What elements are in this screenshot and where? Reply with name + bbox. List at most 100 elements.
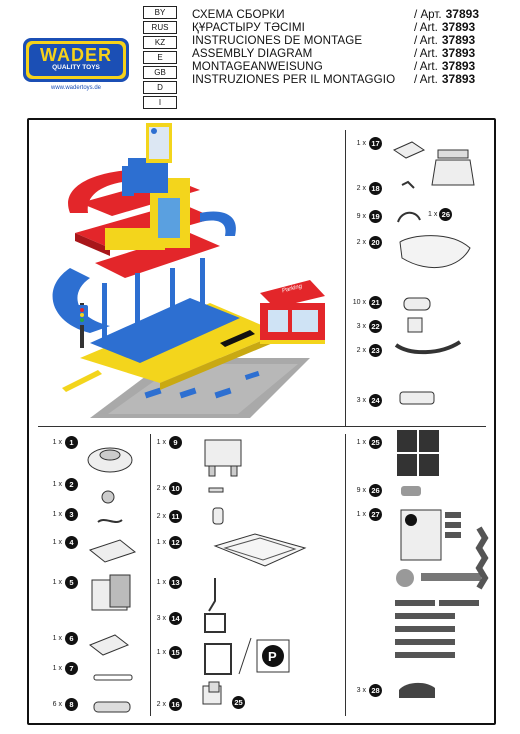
part-number-badge: 25 bbox=[232, 696, 245, 709]
part-quantity: 3 x bbox=[356, 687, 366, 694]
part-number-badge: 26 bbox=[439, 208, 453, 221]
part-quantity: 1 x bbox=[52, 481, 62, 488]
part-number-badge: 9 bbox=[169, 436, 182, 449]
part-number-badge: 7 bbox=[65, 662, 78, 675]
logo-brand: WADER bbox=[40, 45, 112, 65]
part-number-badge: 13 bbox=[169, 576, 182, 589]
part-number-badge: 12 bbox=[169, 536, 182, 549]
title-line: СХЕМА СБОРКИ bbox=[192, 8, 285, 21]
part-number-badge: 3 bbox=[65, 508, 78, 521]
part-quantity: 1 x bbox=[156, 579, 166, 586]
part-number-badge: 2 bbox=[65, 478, 78, 491]
part-quantity: 2 x bbox=[156, 701, 166, 708]
article-numbers: / Арт.37893 / Art.37893 / Art.37893 / Ar… bbox=[414, 7, 514, 87]
divider bbox=[345, 130, 346, 426]
part-number-badge: 22 bbox=[369, 320, 382, 333]
part-quantity: 1 x bbox=[52, 579, 62, 586]
language-code-box: GB bbox=[143, 66, 177, 79]
part-number-badge: 27 bbox=[369, 508, 382, 521]
part-quantity: 1 x bbox=[156, 439, 166, 446]
part-quantity: 6 x bbox=[52, 701, 62, 708]
part-number-badge: 20 bbox=[369, 236, 382, 249]
part-number-badge: 14 bbox=[169, 612, 182, 625]
parts-right-bottom-drawings bbox=[395, 430, 489, 698]
language-code-box: KZ bbox=[143, 36, 177, 49]
art-number: 37893 bbox=[441, 72, 476, 86]
art-number: 37893 bbox=[445, 7, 479, 21]
part-quantity: 1 x bbox=[52, 439, 62, 446]
divider bbox=[345, 434, 346, 716]
title-line: MONTAGEANWEISUNG bbox=[192, 60, 323, 73]
part-quantity: 3 x bbox=[356, 397, 366, 404]
part-quantity: 1 x bbox=[356, 511, 366, 518]
part-number-badge: 11 bbox=[169, 510, 182, 523]
part-quantity: 2 x bbox=[356, 347, 366, 354]
title-line: INSTRUCIONES DE MONTAGE bbox=[192, 34, 363, 47]
part-number-badge: 26 bbox=[369, 484, 382, 497]
logo-url: www.wadertoys.de bbox=[50, 85, 102, 91]
part-number-badge: 1 bbox=[65, 436, 78, 449]
part-quantity: 1 x bbox=[428, 211, 438, 218]
part-number-badge: 28 bbox=[369, 684, 382, 697]
part-quantity: 2 x bbox=[356, 239, 366, 246]
logo-tagline: QUALITY TOYS bbox=[52, 64, 100, 71]
art-number: 37893 bbox=[441, 33, 476, 47]
part-quantity: 1 x bbox=[52, 539, 62, 546]
title-list: СХЕМА СБОРКИ ҚҰРАСТЫРУ ТӘСІМІ INSTRUCION… bbox=[192, 8, 432, 86]
part-quantity: 1 x bbox=[52, 665, 62, 672]
part-quantity: 1 x bbox=[356, 439, 366, 446]
part-number-badge: 16 bbox=[169, 698, 182, 711]
title-line: ҚҰРАСТЫРУ ТӘСІМІ bbox=[192, 21, 305, 34]
part-number-badge: 23 bbox=[369, 344, 382, 357]
language-code-box: E bbox=[143, 51, 177, 64]
divider bbox=[38, 426, 486, 427]
part-quantity: 10 x bbox=[352, 299, 366, 306]
part-number-badge: 15 bbox=[169, 646, 182, 659]
part-quantity: 1 x bbox=[52, 635, 62, 642]
part-quantity: 3 x bbox=[356, 323, 366, 330]
assembled-garage-illustration: Parking bbox=[50, 118, 340, 423]
art-number: 37893 bbox=[441, 20, 476, 34]
part-quantity: 3 x bbox=[156, 615, 166, 622]
parts-left-drawings bbox=[87, 447, 137, 713]
language-code-box: RUS bbox=[143, 21, 177, 34]
part-quantity: 2 x bbox=[356, 185, 366, 192]
language-code-box: D bbox=[143, 81, 177, 94]
part-quantity: 2 x bbox=[156, 485, 166, 492]
part-quantity: 9 x bbox=[356, 487, 366, 494]
part-number-badge: 8 bbox=[65, 698, 78, 711]
part-number-badge: 6 bbox=[65, 632, 78, 645]
part-quantity: 1 x bbox=[52, 511, 62, 518]
art-label: / Art. bbox=[414, 47, 438, 60]
part-number-badge: 19 bbox=[369, 210, 382, 223]
art-label: / Art. bbox=[414, 73, 438, 86]
art-label: / Art. bbox=[414, 21, 438, 34]
part-number-badge: 4 bbox=[65, 536, 78, 549]
art-label: / Арт. bbox=[414, 8, 442, 21]
title-line: ASSEMBLY DIAGRAM bbox=[192, 47, 313, 60]
art-label: / Art. bbox=[414, 60, 438, 73]
